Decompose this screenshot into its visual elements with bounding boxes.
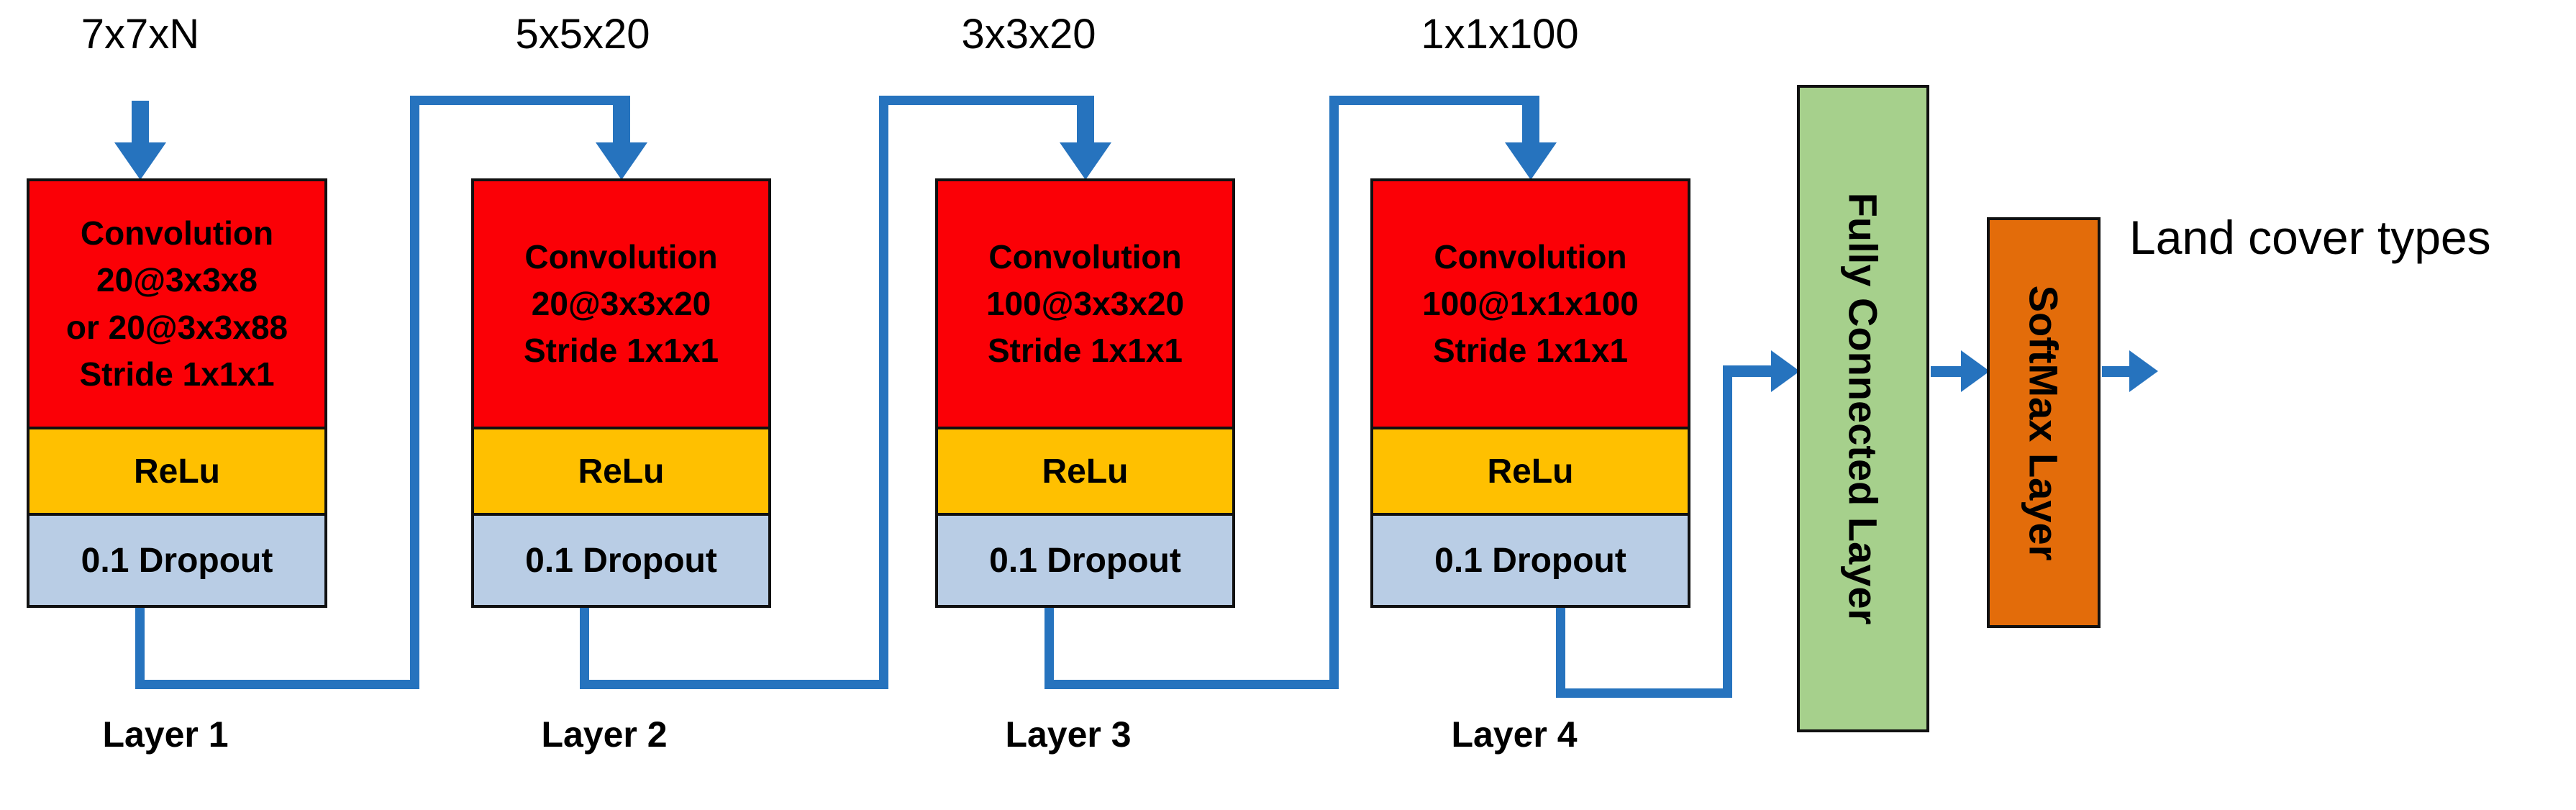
convolution-section: Convolution 100@3x3x20 Stride 1x1x1 [935, 178, 1235, 428]
connector-3-bottom-line [1044, 680, 1339, 689]
layer-caption-3: Layer 3 [1005, 714, 1132, 755]
connector-3-top-line [1329, 96, 1539, 105]
relu-section: ReLu [1370, 428, 1690, 514]
connector-2-stub [580, 608, 589, 689]
connector-1-stub [135, 608, 145, 689]
connector-3-stub [1044, 608, 1054, 689]
dropout-section: 0.1 Dropout [471, 514, 771, 608]
layer-caption-4: Layer 4 [1451, 714, 1578, 755]
arrow-down-icon [1060, 142, 1111, 180]
conv-block-2: Convolution 20@3x3x20 Stride 1x1x1 ReLu … [471, 178, 771, 608]
relu-section: ReLu [935, 428, 1235, 514]
conv-block-4: Convolution 100@1x1x100 Stride 1x1x1 ReL… [1370, 178, 1690, 608]
connector-3-up-line [1329, 96, 1339, 689]
connector-4-stub [1556, 608, 1565, 698]
arrow-down-icon [114, 142, 166, 180]
layer-caption-2: Layer 2 [541, 714, 668, 755]
output-arrow-shaft [2102, 366, 2131, 377]
arrow-down-icon [596, 142, 647, 180]
arrow-down-icon [1505, 142, 1557, 180]
connector-2-top-line [879, 96, 1094, 105]
connector-1-up-line [410, 96, 419, 689]
connector-1-top-line [410, 96, 630, 105]
fully-connected-layer-label: Fully Connected Layer [1840, 192, 1886, 625]
connector-1-arrow-shaft [613, 101, 630, 145]
convolution-section: Convolution 100@1x1x100 Stride 1x1x1 [1370, 178, 1690, 428]
arrow-right-icon [1961, 350, 1990, 392]
layer-caption-1: Layer 1 [102, 714, 229, 755]
connector-2-bottom-line [580, 680, 888, 689]
connector-1-bottom-line [135, 680, 419, 689]
input-size-label-1: 7x7xN [81, 11, 200, 58]
connector-3-arrow-shaft [1522, 101, 1539, 145]
relu-section: ReLu [471, 428, 771, 514]
dropout-section: 0.1 Dropout [1370, 514, 1690, 608]
arrow-right-icon [1771, 350, 1800, 392]
fully-connected-layer-box: Fully Connected Layer [1797, 85, 1929, 732]
relu-section: ReLu [27, 428, 327, 514]
connector-2-arrow-shaft [1077, 101, 1094, 145]
dropout-section: 0.1 Dropout [935, 514, 1235, 608]
input-size-label-4: 1x1x100 [1421, 11, 1579, 58]
softmax-layer-box: SoftMax Layer [1987, 217, 2101, 628]
input-arrow-shaft [132, 101, 149, 145]
convolution-section: Convolution 20@3x3x8 or 20@3x3x88 Stride… [27, 178, 327, 428]
output-label: Land cover types [2129, 211, 2491, 264]
fc-to-softmax-arrow-shaft [1931, 366, 1962, 377]
connector-4-bottom-line [1556, 688, 1732, 698]
arrow-right-icon [2129, 350, 2158, 392]
connector-4-up-line [1723, 367, 1732, 698]
conv-block-1: Convolution 20@3x3x8 or 20@3x3x88 Stride… [27, 178, 327, 608]
conv-block-3: Convolution 100@3x3x20 Stride 1x1x1 ReLu… [935, 178, 1235, 608]
dropout-section: 0.1 Dropout [27, 514, 327, 608]
convolution-section: Convolution 20@3x3x20 Stride 1x1x1 [471, 178, 771, 428]
softmax-layer-label: SoftMax Layer [2021, 285, 2067, 560]
connector-4-arrow-shaft [1723, 365, 1773, 377]
input-size-label-3: 3x3x20 [961, 11, 1096, 58]
input-size-label-2: 5x5x20 [515, 11, 650, 58]
connector-2-up-line [879, 96, 888, 689]
